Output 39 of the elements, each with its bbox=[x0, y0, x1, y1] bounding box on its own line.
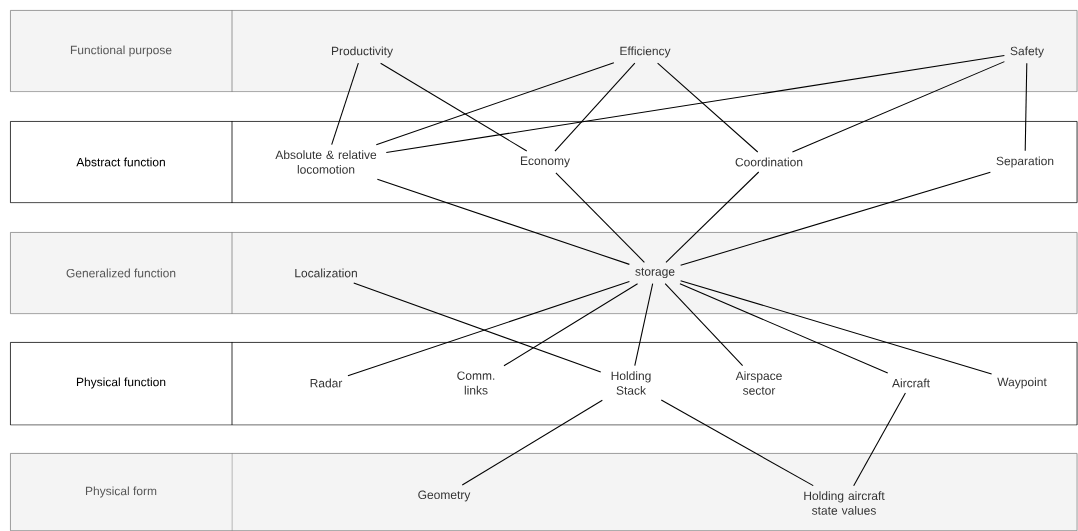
connector-line bbox=[665, 171, 760, 263]
concept-label: storage bbox=[635, 267, 675, 279]
connector-line bbox=[853, 392, 906, 487]
concept-label: Aircraft bbox=[892, 378, 930, 388]
concept-label: Efficiency bbox=[620, 46, 671, 58]
concept-label: Geometry bbox=[418, 490, 471, 502]
connector-line bbox=[555, 172, 645, 263]
connector-line bbox=[791, 61, 1005, 153]
concept-label: Productivity bbox=[332, 46, 393, 58]
connector-line bbox=[503, 283, 639, 367]
connector-line bbox=[679, 283, 889, 374]
connector-line bbox=[376, 178, 630, 265]
connector-line bbox=[353, 282, 602, 373]
connector-line bbox=[331, 62, 359, 146]
concept-label: Coordination bbox=[735, 157, 803, 167]
concept-label: Comm. links bbox=[457, 371, 495, 395]
concept-label: Economy bbox=[521, 156, 570, 168]
connector-line bbox=[1024, 62, 1028, 152]
concept-label: Localization bbox=[295, 268, 357, 278]
connector-line bbox=[380, 62, 528, 152]
connector-line bbox=[385, 55, 1005, 154]
connector-line bbox=[634, 283, 654, 367]
connector-line bbox=[554, 62, 636, 152]
concept-label: Holding Stack bbox=[611, 371, 651, 395]
connector-line bbox=[347, 281, 630, 377]
connector-line bbox=[680, 171, 991, 266]
concept-label: Airspace sector bbox=[735, 371, 782, 395]
concept-label: Holding aircraft state values bbox=[804, 491, 885, 515]
concept-label: Safety bbox=[1010, 46, 1044, 58]
connector-line bbox=[664, 283, 744, 367]
connector-line bbox=[660, 399, 814, 487]
concept-label: Radar bbox=[310, 378, 343, 388]
concept-label: Separation bbox=[996, 156, 1054, 168]
connector-line bbox=[461, 399, 603, 486]
connector-line bbox=[657, 62, 759, 153]
connector-line bbox=[375, 62, 615, 146]
concept-label: Absolute & relative locomotion bbox=[275, 150, 377, 174]
concept-label: Waypoint bbox=[997, 377, 1047, 389]
connector-line bbox=[680, 280, 993, 375]
